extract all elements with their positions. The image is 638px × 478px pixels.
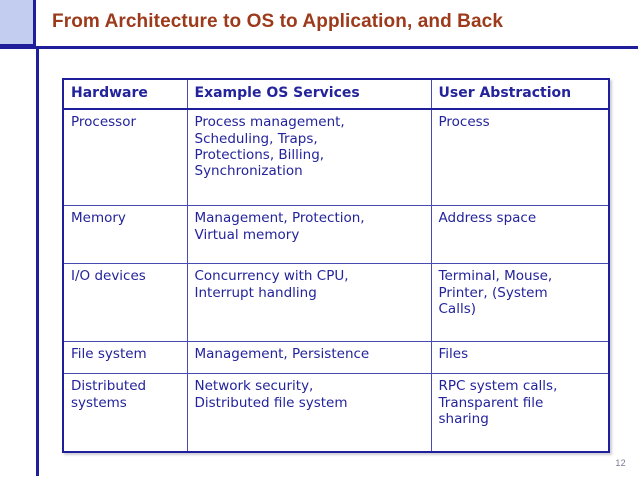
cell-text: Files (438, 346, 469, 363)
left-vertical-rule (36, 46, 39, 476)
cell-abstraction: Process (430, 108, 610, 207)
cell-text: Process (438, 114, 490, 131)
os-services-table-container: Hardware Example OS Services User Abstra… (62, 77, 610, 454)
cell-hardware: Processor (62, 108, 188, 207)
table-row: Processor Process management, Scheduling… (62, 108, 610, 207)
cell-services: Concurrency with CPU, Interrupt handling (186, 263, 432, 343)
cell-text: I/O devices (71, 268, 146, 285)
corner-decoration-block (0, 0, 36, 47)
cell-text: Concurrency with CPU, Interrupt handling (194, 268, 349, 301)
cell-text: Address space (438, 210, 537, 227)
cell-text: Processor (71, 114, 137, 131)
cell-hardware: I/O devices (62, 263, 188, 343)
cell-text: Management, Protection, Virtual memory (194, 210, 365, 243)
cell-services: Process management, Scheduling, Traps, P… (186, 108, 432, 207)
cell-abstraction: Address space (430, 205, 610, 265)
cell-services: Management, Persistence (186, 341, 432, 375)
cell-abstraction: RPC system calls, Transparent file shari… (430, 373, 610, 454)
cell-hardware: File system (62, 341, 188, 375)
page-title: From Architecture to OS to Application, … (52, 11, 504, 32)
table-row: Distributed systems Network security, Di… (62, 373, 610, 454)
table-row: I/O devices Concurrency with CPU, Interr… (62, 263, 610, 343)
cell-abstraction: Files (430, 341, 610, 375)
table-row: File system Management, Persistence File… (62, 341, 610, 375)
os-services-table: Hardware Example OS Services User Abstra… (62, 77, 610, 454)
cell-text: Network security, Distributed file syste… (194, 378, 348, 411)
cell-text: Distributed systems (71, 378, 147, 411)
cell-text: File system (71, 346, 147, 363)
column-header-user-abstraction: User Abstraction (430, 77, 610, 111)
cell-hardware: Distributed systems (62, 373, 188, 454)
cell-hardware: Memory (62, 205, 188, 265)
title-divider-rule (0, 46, 638, 49)
cell-text: Memory (71, 210, 126, 227)
table-row: Memory Management, Protection, Virtual m… (62, 205, 610, 265)
slide-number: 12 (615, 458, 626, 468)
cell-text: Management, Persistence (194, 346, 370, 363)
column-header-example-os-services: Example OS Services (186, 77, 432, 111)
cell-services: Management, Protection, Virtual memory (186, 205, 432, 265)
cell-abstraction: Terminal, Mouse, Printer, (System Calls) (430, 263, 610, 343)
cell-text: RPC system calls, Transparent file shari… (438, 378, 558, 428)
cell-services: Network security, Distributed file syste… (186, 373, 432, 454)
column-header-hardware: Hardware (62, 77, 188, 111)
cell-text: Terminal, Mouse, Printer, (System Calls) (438, 268, 553, 318)
table-header-row: Hardware Example OS Services User Abstra… (62, 77, 610, 111)
cell-text: Process management, Scheduling, Traps, P… (194, 114, 345, 180)
